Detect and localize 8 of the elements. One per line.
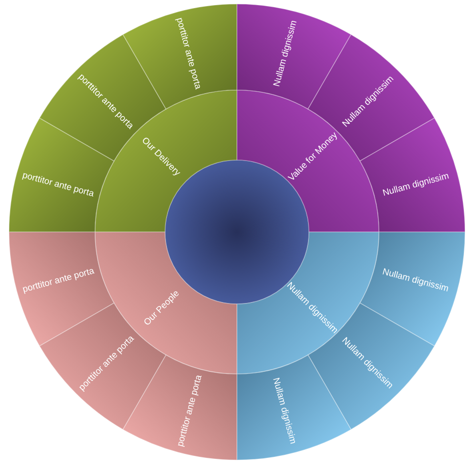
segment-label: Nullam dignissim xyxy=(382,170,450,198)
segment-label: Nullam dignissim xyxy=(382,266,450,294)
segment-label: porttitor ante porta xyxy=(174,374,204,448)
segment-label: porttitor ante porta xyxy=(174,16,204,90)
segment-label: Nullam dignissim xyxy=(271,19,299,88)
segment-label: porttitor ante porta xyxy=(22,266,96,294)
segment-label: Nullam dignissim xyxy=(271,376,299,445)
segment-label: porttitor ante porta xyxy=(22,170,96,198)
